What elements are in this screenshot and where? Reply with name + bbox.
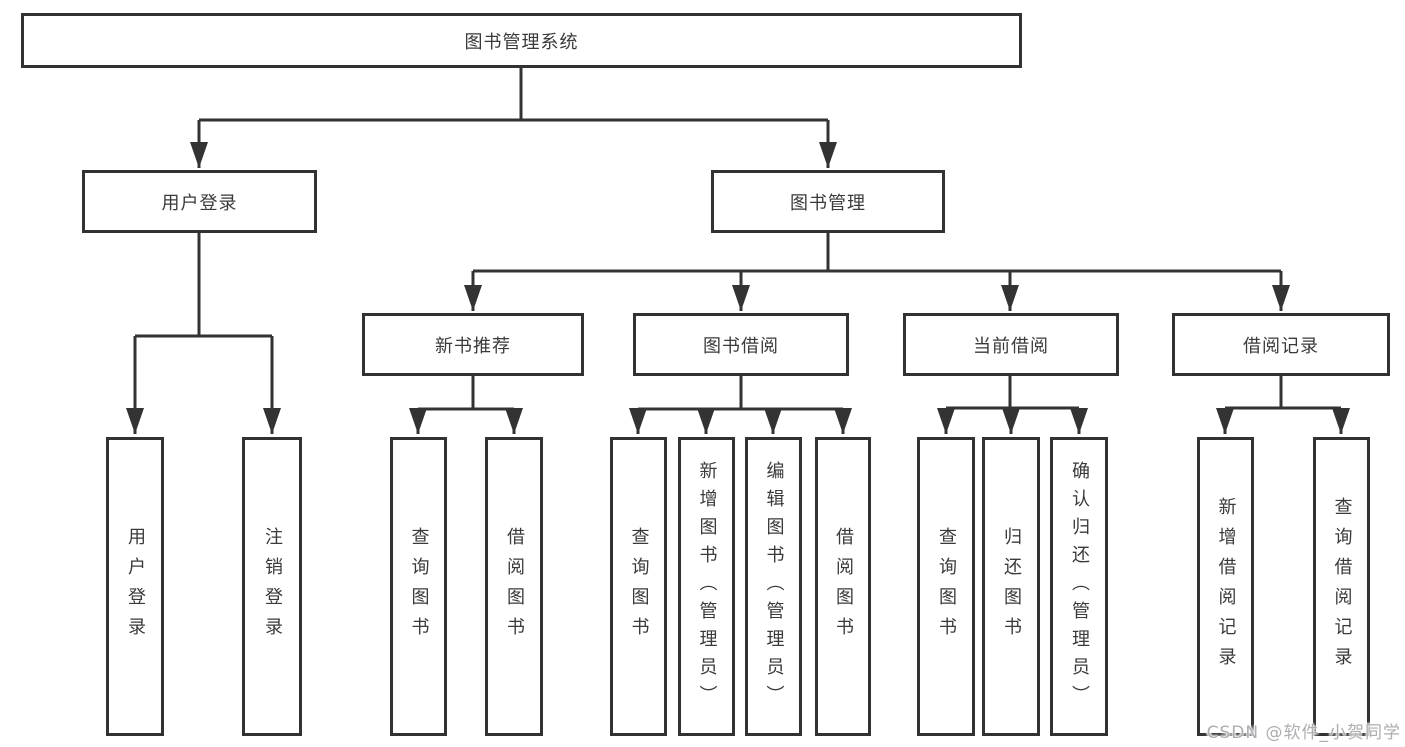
leaf-logout-label: 注销登录 <box>262 526 283 647</box>
leaf-query-books-recommend-label: 查询图书 <box>408 526 430 647</box>
node-current-borrowing-label: 当前借阅 <box>973 335 1049 357</box>
leaf-query-books-borrowing-label: 查询图书 <box>628 526 650 647</box>
node-new-book-recommend-label: 新书推荐 <box>435 335 511 357</box>
leaf-user-login: 用户登录 <box>106 437 164 736</box>
leaf-edit-book-admin-label: 编辑图书（管理员） <box>763 460 785 713</box>
connector-borrowing-records-trunk <box>1225 376 1341 410</box>
leaf-return-books-label: 归还图书 <box>1001 526 1022 647</box>
leaf-query-books-current-label: 查询图书 <box>936 526 957 647</box>
leaf-borrow-books-borrowing-label: 借阅图书 <box>833 526 854 647</box>
leaf-query-books-current: 查询图书 <box>917 437 975 736</box>
node-user-login-label: 用户登录 <box>161 192 238 214</box>
connector-book-borrowing-trunk <box>638 376 843 411</box>
leaf-user-login-label: 用户登录 <box>125 526 146 647</box>
node-book-management: 图书管理 <box>711 170 945 233</box>
node-book-borrowing-label: 图书借阅 <box>703 335 779 357</box>
leaf-borrow-books-recommend-label: 借阅图书 <box>504 526 525 647</box>
leaf-confirm-return-admin: 确认归还（管理员） <box>1050 437 1108 736</box>
leaf-borrow-books-borrowing: 借阅图书 <box>815 437 871 736</box>
connector-user-login-trunk <box>135 233 272 338</box>
node-current-borrowing: 当前借阅 <box>903 313 1119 376</box>
node-library-system-label: 图书管理系统 <box>464 31 579 53</box>
leaf-query-books-borrowing: 查询图书 <box>610 437 667 736</box>
node-borrowing-records-label: 借阅记录 <box>1243 335 1319 357</box>
node-borrowing-records: 借阅记录 <box>1172 313 1390 376</box>
leaf-add-borrow-record-label: 新增借阅记录 <box>1215 496 1237 677</box>
leaf-borrow-books-recommend: 借阅图书 <box>485 437 543 736</box>
connector-new-book-trunk <box>418 376 514 411</box>
leaf-query-borrow-record: 查询借阅记录 <box>1313 437 1370 736</box>
node-book-management-label: 图书管理 <box>790 192 866 214</box>
csdn-watermark: CSDN @软件_小贺同学 <box>1206 723 1401 743</box>
node-new-book-recommend: 新书推荐 <box>362 313 584 376</box>
leaf-edit-book-admin: 编辑图书（管理员） <box>745 437 802 736</box>
connector-current-borrowing-trunk <box>946 376 1079 410</box>
node-user-login: 用户登录 <box>82 170 317 233</box>
connector-root-trunk <box>199 68 828 122</box>
node-book-borrowing: 图书借阅 <box>633 313 849 376</box>
leaf-add-borrow-record: 新增借阅记录 <box>1197 437 1254 736</box>
leaf-return-books: 归还图书 <box>982 437 1040 736</box>
connector-book-management-trunk <box>473 233 1281 273</box>
leaf-query-borrow-record-label: 查询借阅记录 <box>1331 496 1353 677</box>
leaf-query-books-recommend: 查询图书 <box>390 437 447 736</box>
leaf-add-book-admin-label: 新增图书（管理员） <box>696 460 718 713</box>
leaf-add-book-admin: 新增图书（管理员） <box>678 437 735 736</box>
node-library-system: 图书管理系统 <box>21 13 1022 68</box>
leaf-confirm-return-admin-label: 确认归还（管理员） <box>1069 460 1090 713</box>
leaf-logout: 注销登录 <box>242 437 302 736</box>
